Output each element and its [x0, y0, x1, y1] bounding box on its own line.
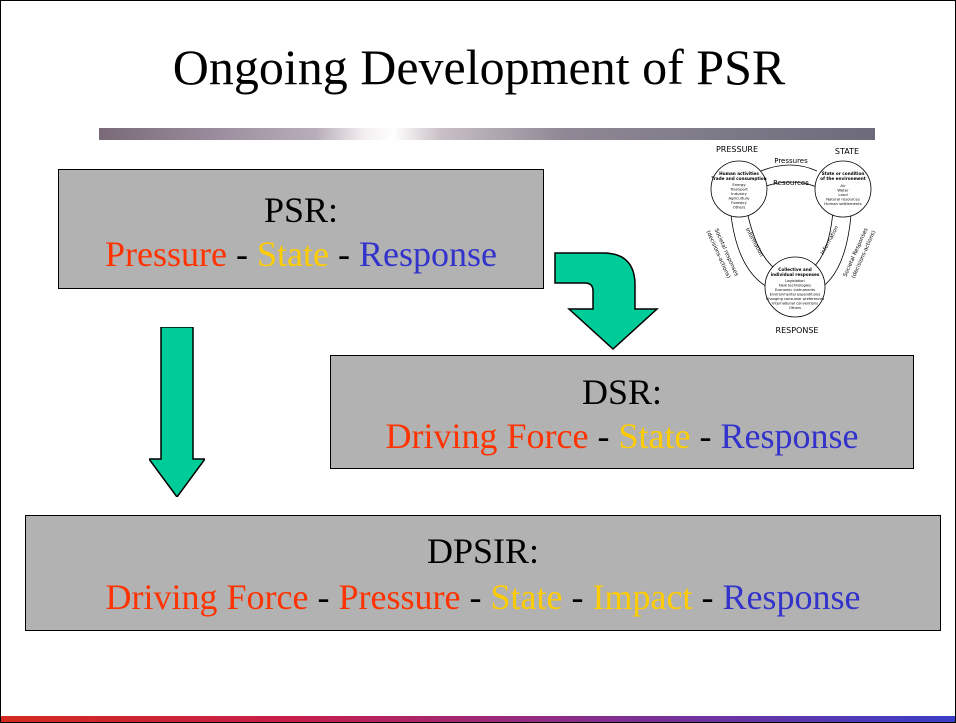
dpsir-box: DPSIR: Driving Force - Pressure - State … [25, 515, 941, 631]
state-item: Water [837, 188, 849, 193]
psr-separator: - [227, 234, 257, 274]
psr-term-pressure: Pressure [105, 234, 227, 274]
dpsir-terms: Driving Force - Pressure - State - Impac… [26, 574, 940, 620]
psr-term-state: State [257, 234, 329, 274]
pressure-circle-subtitle: Trade and consumption [711, 176, 766, 181]
dpsir-separator: - [460, 577, 491, 617]
psr-separator: - [328, 234, 359, 274]
cycle-response-label: RESPONSE [776, 326, 819, 335]
state-circle [814, 160, 872, 218]
pressure-circle [710, 160, 768, 218]
dsr-box: DSR: Driving Force - State - Response [330, 355, 914, 469]
dsr-separator: - [588, 416, 619, 456]
slide-title: Ongoing Development of PSR [172, 39, 786, 95]
pressure-item: Forestry [731, 200, 747, 205]
dpsir-term-pressure: Pressure [338, 577, 461, 617]
pressure-circle-title: Human activities [719, 171, 759, 176]
state-circle-subtitle: of the environment [820, 176, 866, 181]
dsr-heading: DSR: [581, 372, 663, 412]
decorative-title-bar [99, 128, 875, 140]
bottom-gradient-bar [1, 716, 955, 722]
response-item: New technologies [779, 284, 811, 288]
dsr-separator: - [690, 416, 721, 456]
cycle-pressure-label: PRESSURE [716, 145, 758, 154]
pressure-item: Transport [729, 187, 748, 192]
response-item: Changing consumer preferences [766, 297, 825, 301]
state-item: Human settlements [824, 201, 862, 206]
response-item: Economic instruments [775, 288, 815, 292]
dpsir-term-driving-force: Driving Force [105, 577, 309, 617]
bent-arrow-icon [554, 252, 659, 351]
psr-box: PSR: Pressure - State - Response [58, 169, 544, 289]
response-item: Environmental expenditures [770, 293, 821, 297]
dpsir-separator: - [308, 577, 339, 617]
dpsir-separator: - [692, 577, 723, 617]
state-item: Land [838, 192, 848, 197]
pressure-item: Industry [731, 191, 747, 196]
response-item: Legislation [785, 279, 804, 283]
response-circle [764, 256, 826, 318]
dsr-term-state: State [618, 416, 691, 456]
pressures-arc [760, 164, 818, 172]
pressure-item: Agriculture [729, 196, 751, 201]
dpsir-term-response: Response [722, 577, 861, 617]
state-circle-title: State or condition [822, 171, 865, 176]
dsr-term-response: Response [720, 416, 859, 456]
state-item: Natural resources [826, 197, 860, 202]
dpsir-term-state: State [490, 577, 563, 617]
resources-arc [762, 181, 818, 188]
down-arrow-icon [149, 327, 205, 497]
psr-term-response: Response [358, 234, 497, 274]
response-item: Others [789, 306, 801, 310]
arc-information-left-label: Information [744, 227, 764, 258]
dsr-terms: Driving Force - State - Response [331, 414, 913, 458]
psr-terms: Pressure - State - Response [59, 232, 543, 276]
response-circle-title: Collective and [778, 267, 811, 272]
state-item: Air [840, 183, 846, 188]
dpsir-term-impact: Impact [592, 577, 693, 617]
cycle-state-label: STATE [835, 147, 859, 156]
response-item: International conventions [772, 302, 818, 306]
dpsir-separator: - [562, 577, 593, 617]
pressure-item: Others [733, 205, 746, 210]
arc-pressures-label: Pressures [774, 157, 808, 165]
psr-cycle-diagram: PRESSURE STATE RESPONSE Pressures Resour… [705, 145, 878, 335]
psr-heading: PSR: [263, 190, 339, 230]
arc-resources-label: Resources [773, 179, 809, 187]
dpsir-heading: DPSIR: [426, 531, 540, 571]
pressure-item: Energy [732, 182, 746, 187]
dsr-term-driving-force: Driving Force [385, 416, 589, 456]
response-circle-subtitle: individual responses [771, 272, 820, 277]
